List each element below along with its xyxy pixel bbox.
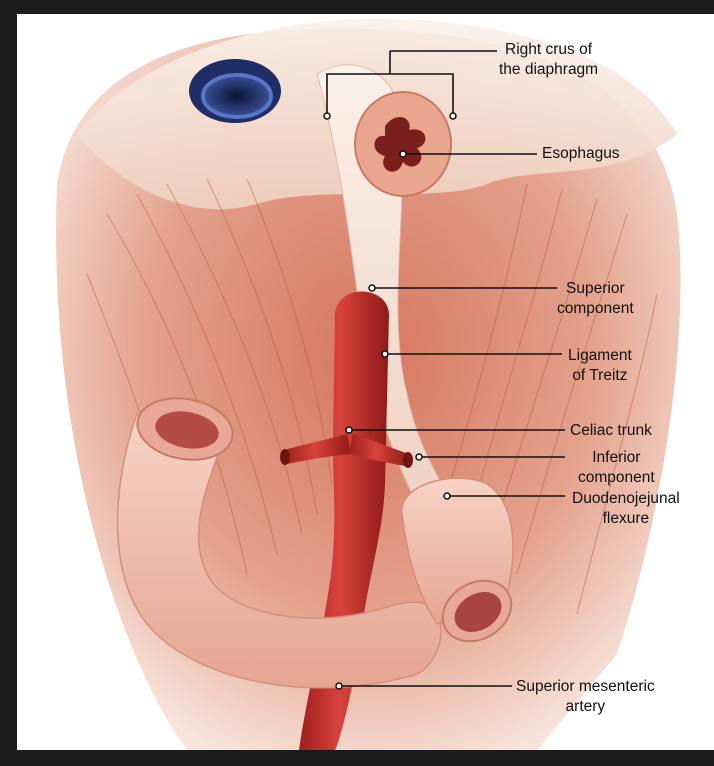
label-celiac-trunk: Celiac trunk bbox=[570, 422, 652, 439]
anatomy-illustration bbox=[56, 18, 681, 750]
duodenum bbox=[116, 413, 442, 689]
celiac-trunk bbox=[280, 434, 413, 468]
label-ligament-of-treitz: Ligament of Treitz bbox=[568, 347, 632, 384]
illustration-frame: Right crus of the diaphragm Esophagus Su… bbox=[17, 14, 714, 750]
label-right-crus: Right crus of the diaphragm bbox=[499, 41, 599, 78]
label-superior-component: Superior component bbox=[557, 280, 634, 317]
label-esophagus: Esophagus bbox=[542, 145, 620, 162]
esophagus-section bbox=[354, 91, 452, 197]
label-superior-mesenteric-artery: Superior mesenteric artery bbox=[516, 678, 655, 715]
label-duodenojejunal-flexure: Duodenojejunal flexure bbox=[572, 490, 680, 527]
vena-cava-opening bbox=[189, 59, 281, 123]
label-inferior-component: Inferior component bbox=[578, 449, 655, 486]
leader-dots bbox=[323, 112, 457, 690]
leader-lines bbox=[326, 50, 565, 687]
